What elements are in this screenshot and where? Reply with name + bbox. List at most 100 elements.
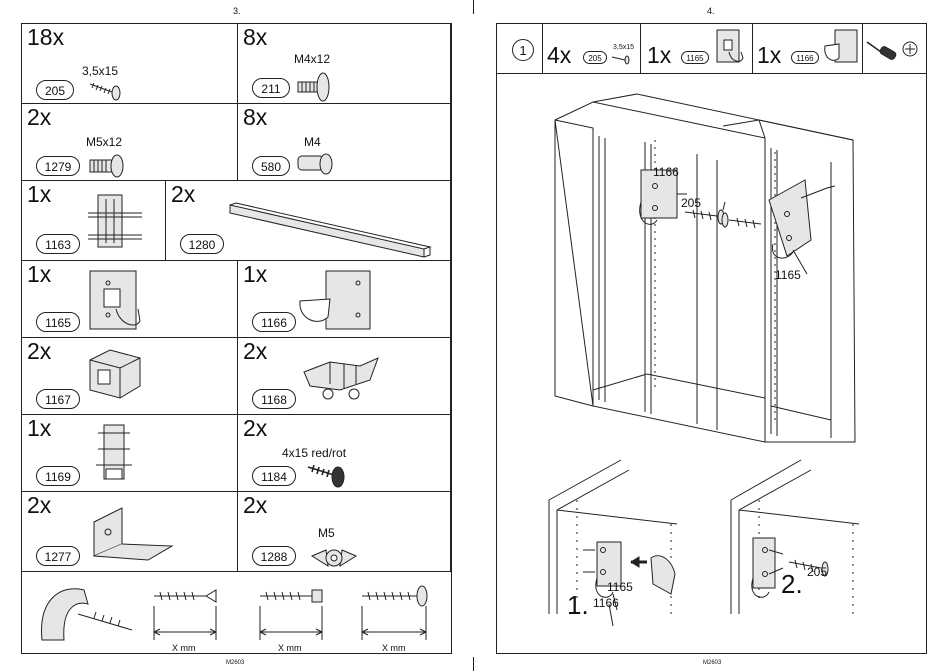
measure-label: X mm [278,643,302,653]
part-code: 1163 [36,234,80,254]
rail-strip-icon [226,199,446,259]
part-size: M5x12 [86,135,122,149]
hanging-bracket-left-icon [715,28,745,68]
screw-gauge-icon [38,580,138,650]
bolt-icon [88,152,132,182]
screw-length-icon [256,584,330,648]
step-header: 1 4x 205 3,5x15 1x 1165 1x 1166 [497,24,926,74]
part-code: 1169 [36,466,80,486]
left-page-number: 3. [233,6,241,16]
part-size: 3,5x15 [613,44,634,51]
part-code: 1288 [252,546,296,566]
part-cell-1165: 1x 1165 [22,261,238,338]
screwdriver-icon [865,38,899,62]
bolt-icon [296,70,336,104]
callout-label: 205 [807,565,827,579]
part-code: 205 [583,51,607,64]
page-divider-bottom [473,657,474,671]
tools-cell [863,24,926,73]
screw-length-icon [150,584,224,648]
part-cell-1169: 1x 1169 [22,415,238,492]
part-cell-1167: 2x 1167 [22,338,238,415]
hanging-bracket-right-icon [823,28,857,68]
part-qty: 1x [647,44,671,67]
step-number: 1 [512,39,534,61]
part-cell-1163: 1x 1163 [22,181,166,261]
screw-icon [306,461,356,495]
rail-bracket-icon [86,191,146,253]
callout-label: 205 [681,196,701,210]
part-qty: 1x [757,44,781,67]
angle-bracket-icon [88,500,178,566]
connector-bolt-icon [296,150,340,180]
left-footer: M2603 [226,660,244,666]
part-code: 1166 [791,51,819,64]
part-code: 1280 [180,234,224,254]
part-cell-1288: 2x M5 1288 [238,492,451,572]
part-qty: 2x [27,106,51,129]
part-code: 1165 [36,312,80,332]
header-part-1166: 1x 1166 [753,24,863,73]
part-qty: 4x [547,44,571,67]
part-code: 1165 [681,51,709,64]
part-qty: 18x [27,26,64,49]
substep-number: 1. [567,590,589,621]
part-qty: 1x [243,263,267,286]
screw-icon [611,54,631,64]
part-code: 211 [252,78,290,98]
part-cell-205: 18x 3,5x15 205 [22,24,238,104]
part-qty: 2x [171,183,195,206]
part-cell-1280: 2x 1280 [166,181,451,261]
part-qty: 2x [243,417,267,440]
callout-label: 1165 [607,580,633,594]
wing-nut-icon [310,542,360,576]
part-size: M4 [304,135,321,149]
part-code: 1166 [252,312,296,332]
part-code: 205 [36,80,74,100]
measure-label: X mm [382,643,406,653]
part-size: 4x15 red/rot [282,446,346,460]
part-qty: 8x [243,26,267,49]
part-code: 1167 [36,389,80,409]
hanging-bracket-right-icon [298,269,364,335]
callout-label: 1166 [653,165,679,179]
parts-list-page: 18x 3,5x15 205 8x M4x12 211 2x M5x12 127… [21,23,452,654]
step-number-cell: 1 [497,24,543,73]
measure-label: X mm [172,643,196,653]
part-size: M4x12 [294,52,330,66]
screw-length-icon [358,584,438,648]
header-part-205: 4x 205 3,5x15 [543,24,641,73]
right-footer: M2603 [703,660,721,666]
roller-clip-icon [300,344,380,406]
part-size: M5 [318,526,335,540]
callout-label: 1166 [593,596,619,610]
part-qty: 2x [27,340,51,363]
guide-block-icon [86,346,146,408]
part-qty: 2x [243,494,267,517]
part-qty: 1x [27,263,51,286]
page-divider-top [473,0,474,14]
part-qty: 1x [27,417,51,440]
substep-number: 2. [781,569,803,600]
part-cell-1279: 2x M5x12 1279 [22,104,238,181]
part-qty: 2x [27,494,51,517]
part-code: 1279 [36,156,80,176]
part-cell-1166: 1x 1166 [238,261,451,338]
part-qty: 2x [243,340,267,363]
stopper-clip-icon [90,421,140,487]
hanging-bracket-left-icon [86,269,146,335]
part-qty: 8x [243,106,267,129]
part-code: 580 [252,156,290,176]
part-qty: 1x [27,183,51,206]
part-code: 1184 [252,466,296,486]
part-cell-1184: 2x 4x15 red/rot 1184 [238,415,451,492]
screw-length-guide: X mm X mm X mm [22,572,451,653]
part-cell-580: 8x M4 580 [238,104,451,181]
phillips-head-icon [901,40,919,58]
right-page-number: 4. [707,6,715,16]
header-part-1165: 1x 1165 [641,24,753,73]
screw-icon [86,80,126,100]
part-code: 1277 [36,546,80,566]
callout-label: 1165 [775,268,801,282]
wardrobe-assembly-illustration [537,90,897,450]
